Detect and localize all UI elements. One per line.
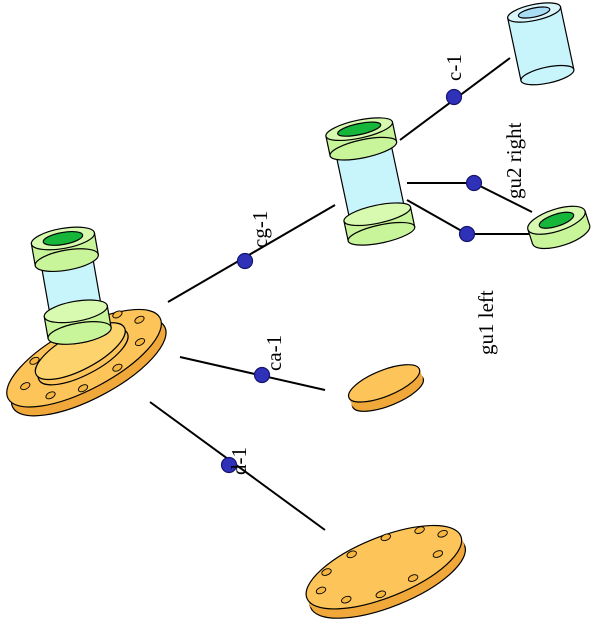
edge-ca-1 [179, 356, 326, 391]
main-assembly [6, 226, 167, 417]
edge-gu2-lower [473, 182, 533, 213]
node-cg-1 [236, 252, 254, 270]
edge-gu1-upper [406, 199, 468, 235]
large-disc [305, 524, 466, 619]
small-disc [347, 364, 425, 412]
node-gu1 [458, 225, 476, 243]
edge-d-1 [149, 401, 326, 531]
node-ca-1 [253, 366, 271, 384]
label-gu1-left: gu1 left [474, 290, 498, 355]
relation-nodes [220, 88, 483, 474]
node-c-1 [445, 88, 463, 106]
label-d-1: d-1 [227, 447, 251, 475]
label-gu2-right: gu2 right [502, 122, 526, 199]
cap-part [506, 2, 575, 86]
edges [149, 57, 533, 531]
label-c-1: c-1 [442, 54, 466, 81]
gasket-ring [527, 205, 591, 250]
center-cylinder [325, 117, 416, 246]
node-gu2 [465, 174, 483, 192]
node-d-1 [220, 456, 238, 474]
labels: cg-1 ca-1 d-1 c-1 gu1 left gu2 right [227, 54, 526, 475]
label-cg-1: cg-1 [248, 211, 272, 248]
label-ca-1: ca-1 [262, 335, 286, 371]
edge-cg-1 [167, 204, 336, 303]
